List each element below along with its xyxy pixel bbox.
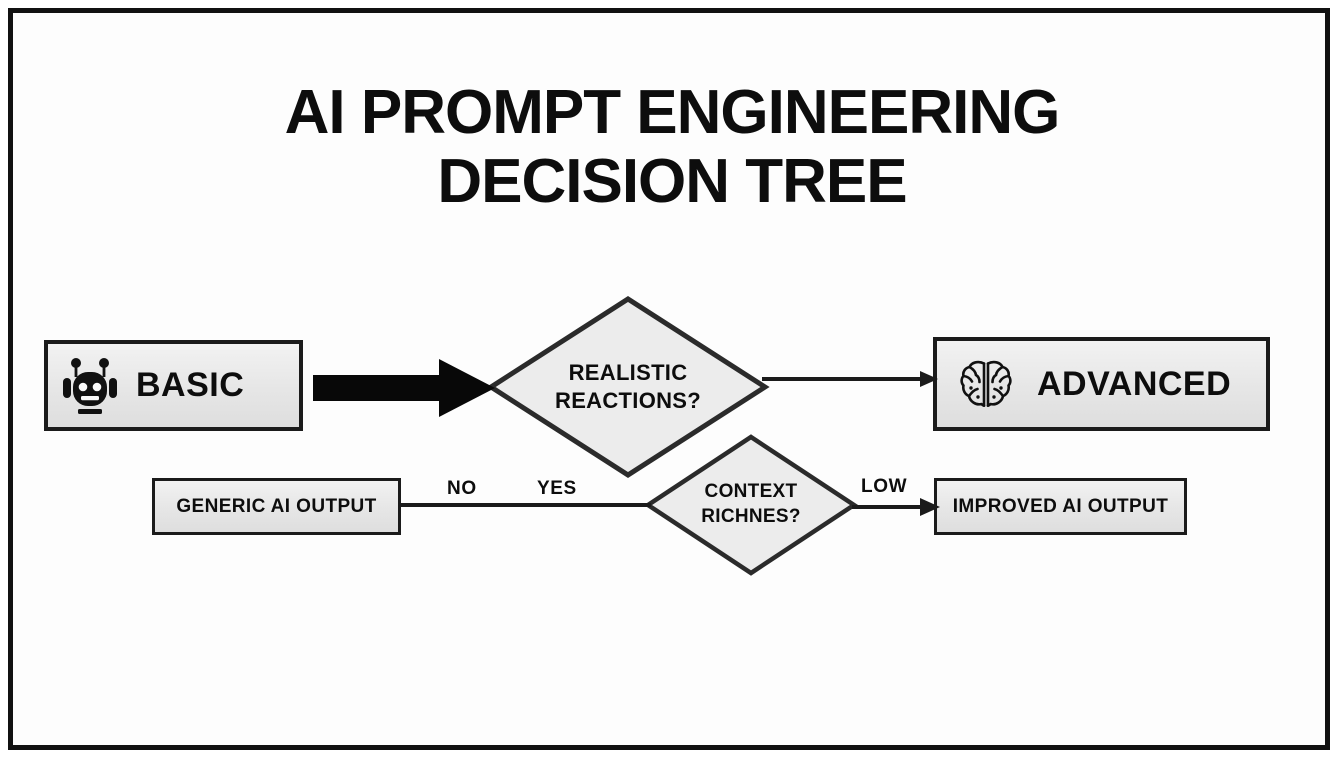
node-advanced-label: ADVANCED: [1037, 364, 1232, 403]
connector-context-to-improved: [852, 496, 940, 518]
page-title: AI PROMPT ENGINEERING DECISION TREE: [0, 78, 1344, 217]
decision-context-richness[interactable]: CONTEXT RICHNES?: [643, 434, 859, 576]
title-line-1: AI PROMPT ENGINEERING: [284, 78, 1061, 147]
connector-basic-to-realistic: [313, 358, 495, 418]
edge-label-low: LOW: [861, 476, 908, 497]
node-generic-ai-output-label: GENERIC AI OUTPUT: [176, 495, 377, 517]
robot-icon: [62, 356, 118, 416]
connector-realistic-to-advanced: [762, 368, 938, 390]
node-generic-ai-output[interactable]: GENERIC AI OUTPUT: [152, 478, 401, 535]
node-improved-ai-output[interactable]: IMPROVED AI OUTPUT: [934, 478, 1187, 535]
node-advanced[interactable]: ADVANCED: [933, 337, 1270, 431]
node-basic[interactable]: BASIC: [44, 340, 303, 431]
brain-icon: [959, 357, 1013, 411]
edge-label-yes: YES: [537, 478, 577, 499]
title-line-2: DECISION TREE: [437, 147, 907, 217]
node-improved-ai-output-label: IMPROVED AI OUTPUT: [952, 495, 1169, 517]
edge-label-no: NO: [447, 478, 477, 499]
node-basic-label: BASIC: [136, 366, 245, 404]
connector-generic-to-context: [399, 496, 651, 514]
